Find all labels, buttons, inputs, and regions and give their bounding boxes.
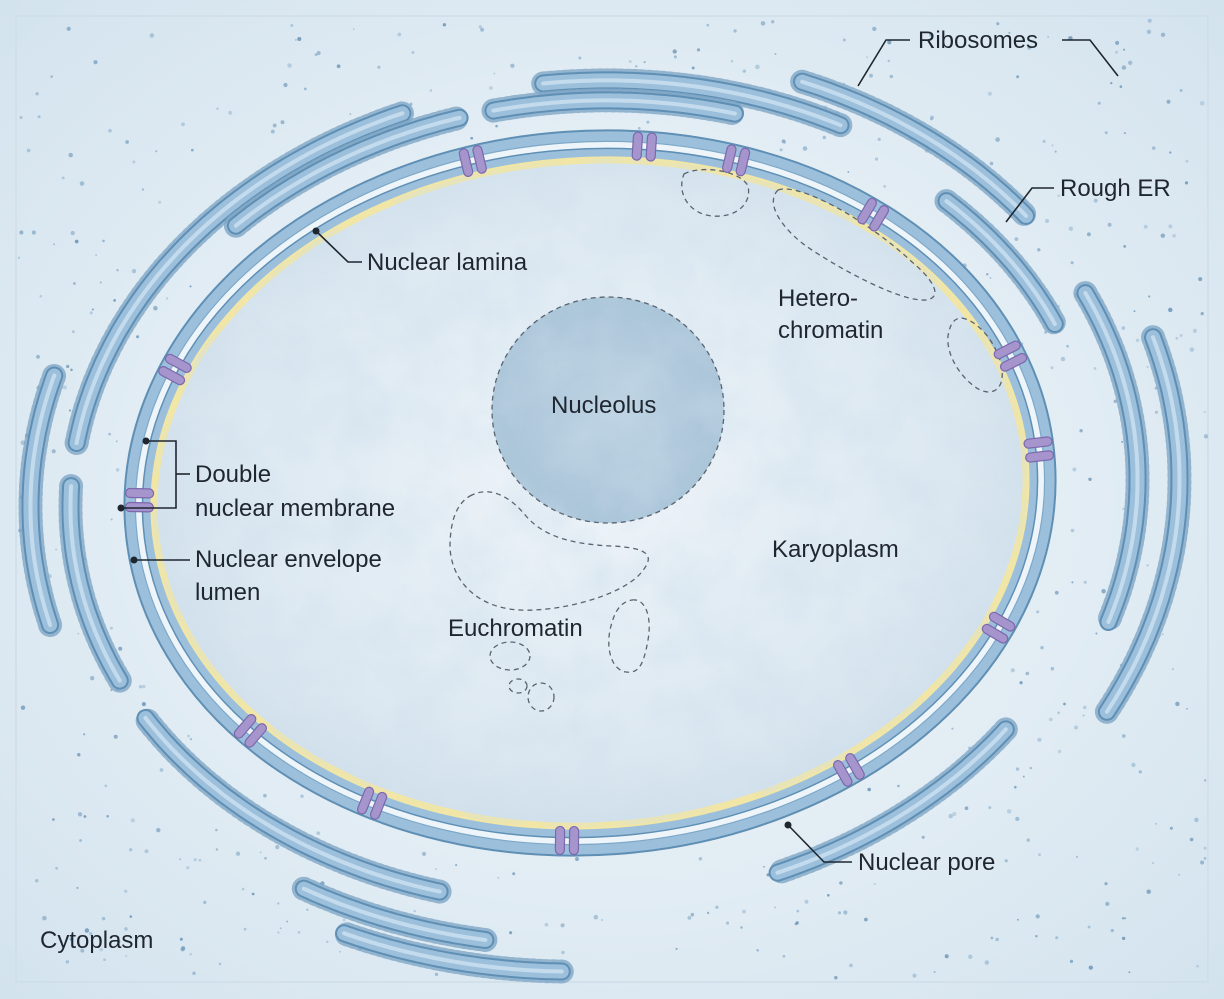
label-double-membrane-line1: Double [195,461,271,488]
nuclear-pore-complex [722,144,751,177]
frame [15,15,1209,983]
euchromatin-regions [449,491,650,712]
label-heterochromatin-line2: chromatin [778,317,883,344]
nuclear-pore-complex [981,611,1016,644]
nuclear-pore-complex [631,131,657,162]
label-euchromatin: Euchromatin [448,615,583,642]
label-rough-er: Rough ER [1060,175,1171,202]
label-envelope-lumen-line1: Nuclear envelope [195,546,382,573]
label-nucleolus: Nucleolus [551,392,656,419]
ribosome-particles [17,18,1209,980]
nuclear-pores [124,131,1055,856]
rough-er-sheets [18,68,1192,984]
nuclear-pore-complex [857,197,890,232]
nuclear-pore-complex [158,353,192,386]
label-karyoplasm: Karyoplasm [772,536,899,563]
label-nuclear-pore: Nuclear pore [858,849,995,876]
labels: Ribosomes Rough ER Nuclear lamina Hetero… [40,27,1171,954]
nuclear-pore-complex [833,753,865,787]
nuclear-pore-complex [233,714,267,748]
label-ribosomes: Ribosomes [918,27,1038,54]
nuclear-pore-complex [554,825,580,856]
nucleolus [491,296,725,524]
nucleus [123,129,1057,857]
label-cytoplasm: Cytoplasm [40,927,153,954]
label-double-membrane-line2: nuclear membrane [195,495,395,522]
nuclear-pore-complex [1023,436,1055,463]
label-heterochromatin-line1: Hetero- [778,285,858,312]
leader-lines [117,39,1119,863]
heterochromatin-regions [681,168,1003,393]
nuclear-pore-complex [458,145,487,177]
label-nuclear-lamina: Nuclear lamina [367,249,528,276]
nuclear-pore-complex [993,340,1028,372]
label-envelope-lumen-line2: lumen [195,579,260,606]
nuclear-pore-complex [356,786,388,820]
